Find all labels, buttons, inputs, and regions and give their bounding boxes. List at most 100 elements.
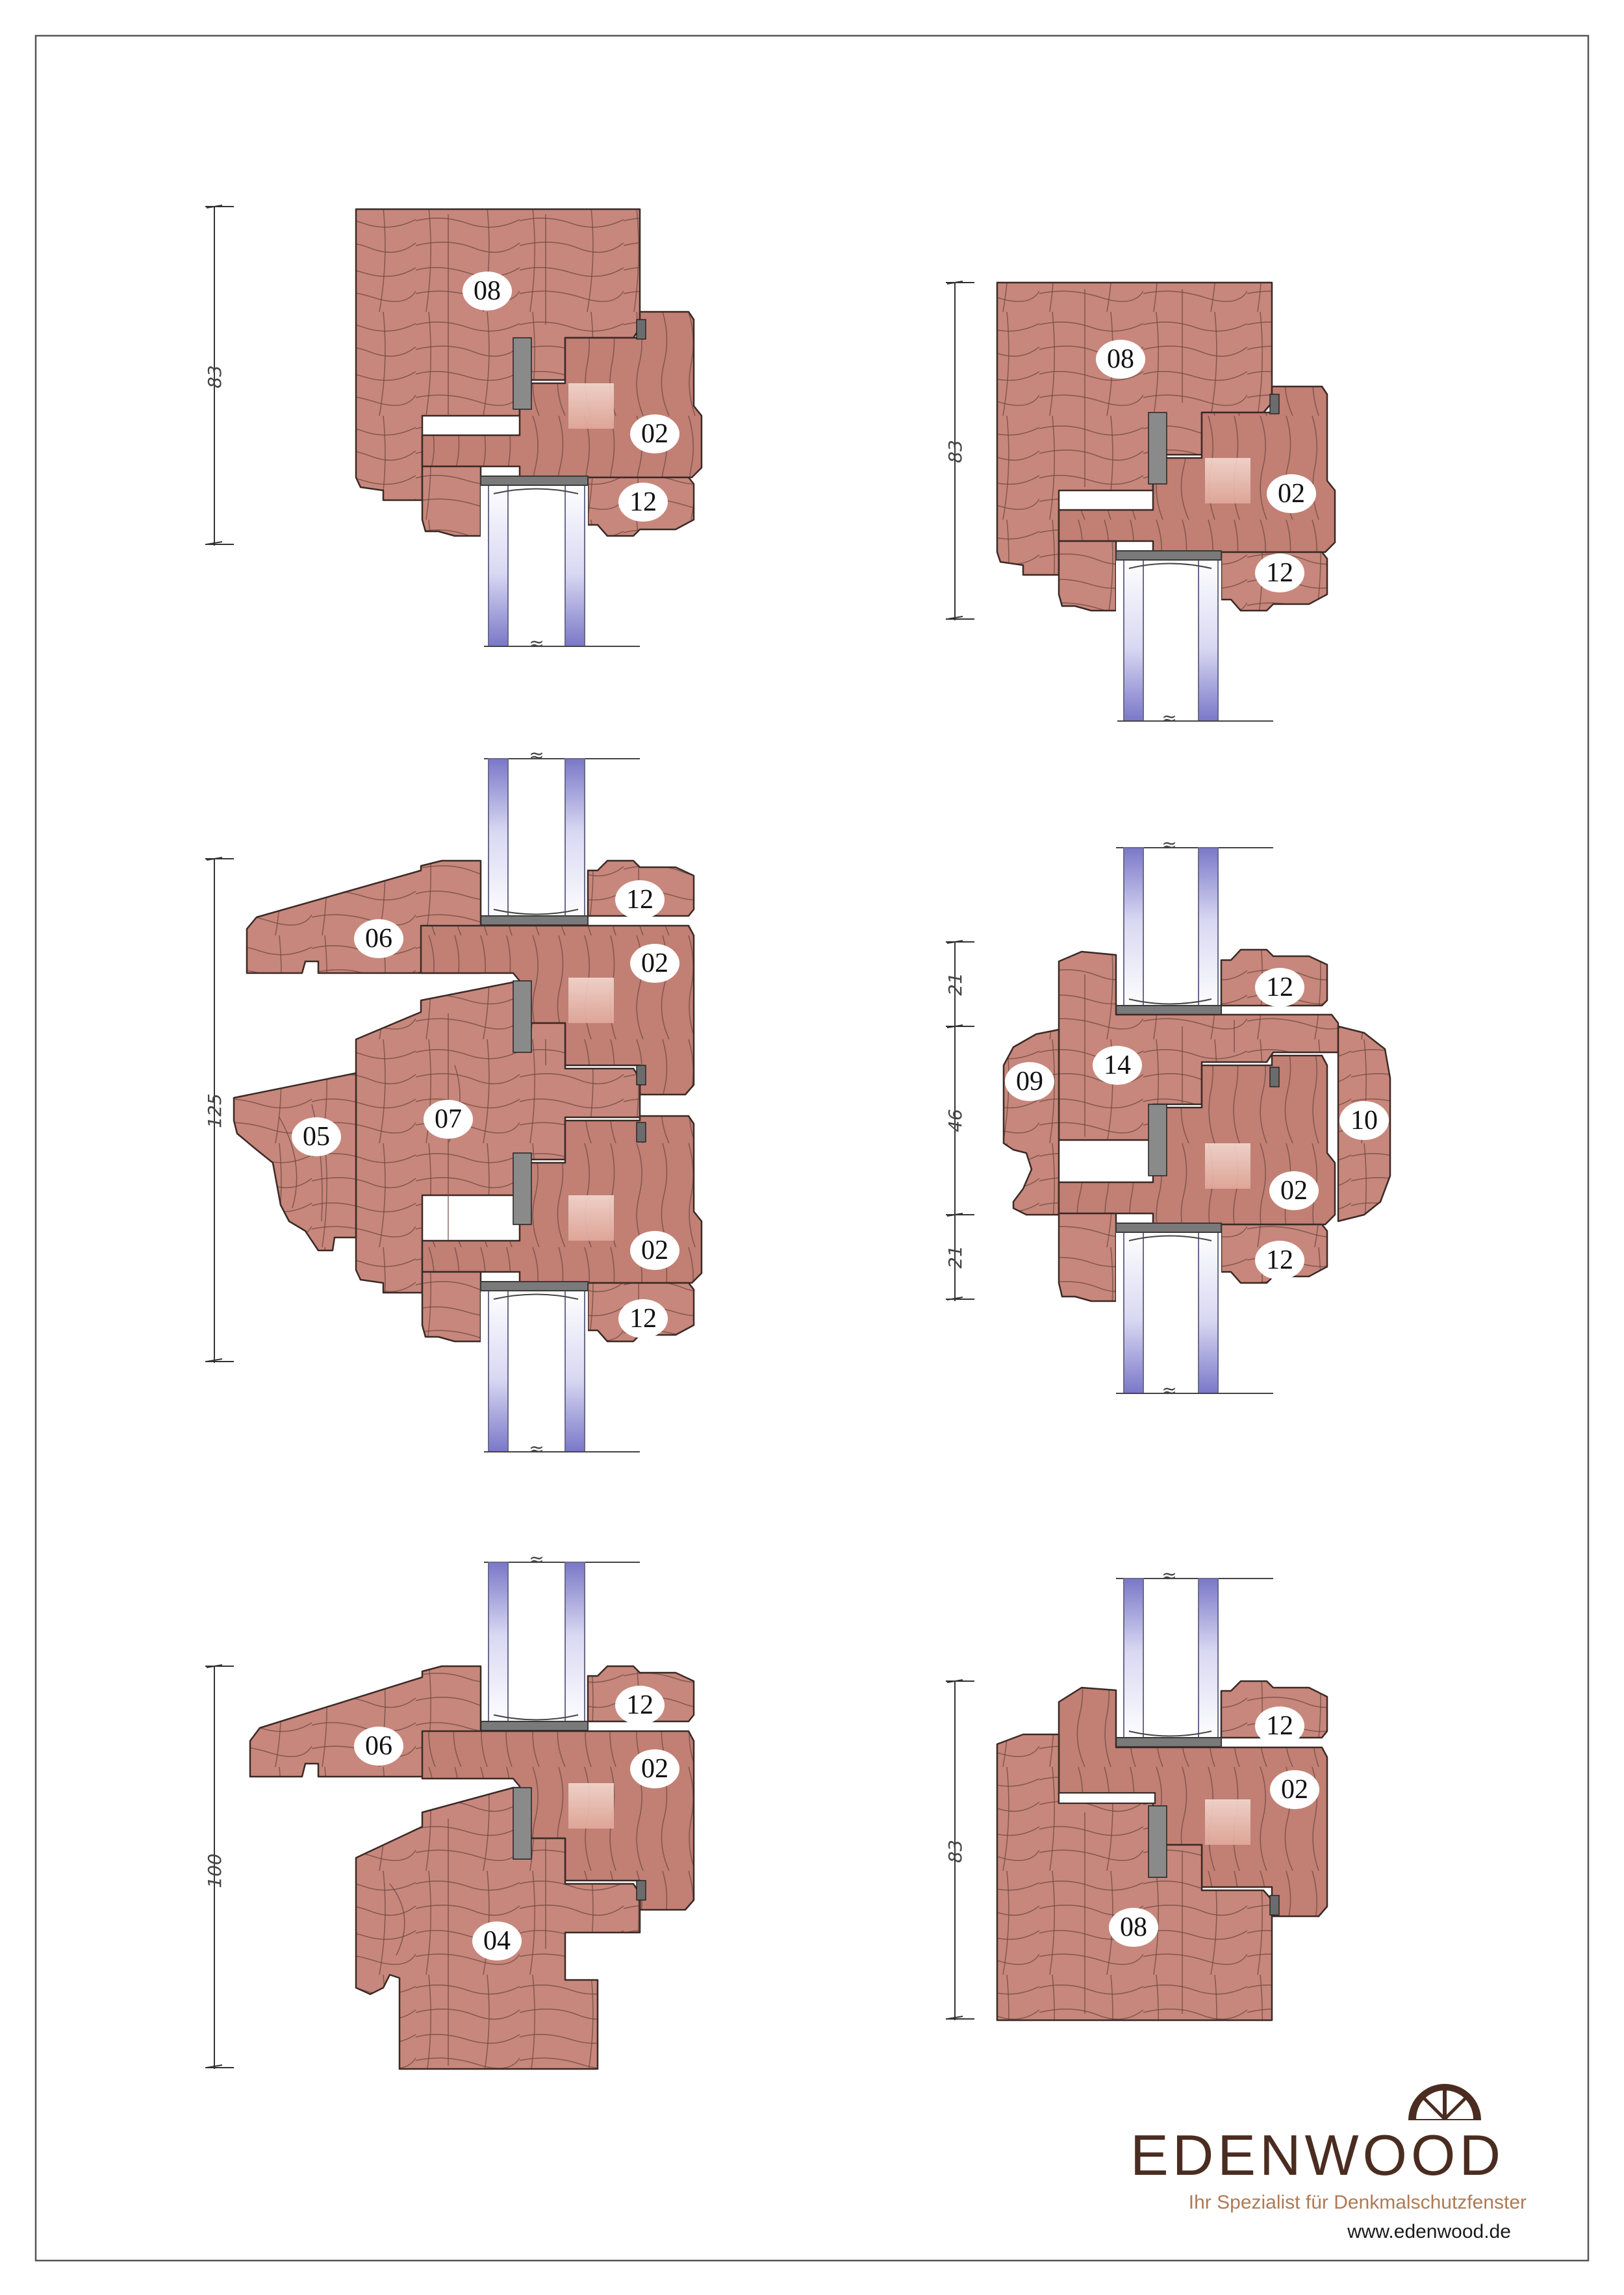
hardware-strip [513,1152,532,1225]
glass-pane [488,758,509,922]
part-badge-12: 12 [618,1299,668,1338]
part-badge-12: 12 [1255,1241,1304,1280]
part-badge-06: 06 [354,1727,403,1766]
svg-text:09: 09 [1016,1067,1043,1097]
weather-seal [636,1880,646,1901]
section-top-left: 83 ≈ 08 02 12 [204,205,703,654]
part-badge-06: 06 [354,919,403,958]
svg-text:08: 08 [1120,1912,1147,1942]
profile-sash [421,1730,695,1911]
glass-spacer [480,915,589,926]
dimension-label: 125 [204,1093,225,1128]
break-symbol: ≈ [1161,707,1176,729]
weather-seal [636,1065,646,1085]
svg-text:12: 12 [629,1304,657,1334]
svg-text:02: 02 [1281,1775,1308,1805]
hardware-hinge [1205,458,1250,503]
glass-pane [1198,558,1219,722]
section-top-right: 83 ≈ 08 02 12 [945,281,1336,729]
weather-seal [1269,394,1280,414]
part-badge-02: 02 [630,414,679,453]
section-middle-right: 21 46 21 ≈ ≈ [945,834,1391,1401]
part-badge-08: 08 [1109,1908,1158,1947]
part-badge-04: 04 [472,1921,522,1960]
section-middle-left: 125 ≈ ≈ [204,744,703,1460]
glass-spacer [1115,550,1222,561]
glass-pane [488,483,509,647]
dimension-label: 83 [945,1840,966,1863]
svg-text:02: 02 [1278,479,1305,509]
hardware-strip [513,337,532,410]
break-symbol: ≈ [1161,834,1176,856]
dimension-label: 100 [204,1853,225,1888]
part-badge-12: 12 [618,483,668,522]
svg-text:06: 06 [365,1731,392,1761]
glass-pane [1123,847,1144,1011]
svg-text:02: 02 [1280,1176,1308,1206]
profile-sash-lower [421,465,482,537]
section-bottom-left: 100 ≈ 12 06 02 [204,1549,695,2070]
weather-seal [1269,1895,1280,1916]
profile-sash-lower [1058,540,1117,612]
break-symbol: ≈ [1161,1380,1176,1401]
weather-seal [636,1122,646,1143]
part-badge-05: 05 [292,1117,341,1156]
section-bottom-right: 83 ≈ 12 02 08 [945,1565,1328,2022]
part-badge-02: 02 [1267,474,1316,513]
profile-sash-lower [421,1271,482,1343]
weather-seal [636,319,646,340]
rebate-gap [1058,1792,1156,1805]
brand-logo: EDENWOOD Ihr Spezialist für Denkmalschut… [1130,2084,1527,2242]
part-badge-12: 12 [615,880,665,919]
hardware-strip [513,980,532,1053]
part-badge-14: 14 [1093,1046,1142,1085]
glass-pane [1198,1578,1219,1742]
hardware-hinge [568,978,614,1023]
svg-text:06: 06 [365,924,392,954]
profile-frame [996,1733,1273,2022]
part-badge-12: 12 [1255,553,1304,592]
svg-text:12: 12 [626,885,653,915]
hardware-strip [1148,1805,1167,1878]
svg-text:12: 12 [629,487,657,517]
glass-pane [565,483,585,647]
glass-pane [1123,1578,1144,1742]
svg-text:12: 12 [1266,972,1293,1002]
glass-pane [1198,1230,1219,1394]
hardware-strip [1148,1104,1167,1176]
dimension-label: 21 [945,1245,966,1269]
glass-pane [1123,558,1144,722]
svg-text:12: 12 [626,1690,653,1720]
window-arch-icon [1408,2084,1481,2120]
profile-cover-left [1002,1028,1060,1216]
glass-pane [565,1562,585,1725]
svg-text:07: 07 [435,1104,462,1134]
hardware-hinge [568,383,614,429]
break-symbol: ≈ [1161,1565,1176,1586]
svg-text:10: 10 [1351,1106,1378,1135]
glass-spacer [1115,1223,1222,1233]
hardware-hinge [1205,1799,1250,1845]
part-badge-08: 08 [463,272,512,311]
profile-sash [420,924,695,1096]
glass-spacer [1115,1737,1222,1747]
glass-pane [565,758,585,922]
part-badge-08: 08 [1096,340,1145,379]
part-badge-12: 12 [1255,968,1304,1007]
break-symbol: ≈ [529,1438,544,1460]
break-symbol: ≈ [529,633,544,654]
part-badge-02: 02 [630,1231,679,1270]
svg-text:12: 12 [1266,558,1293,588]
dimension-label: 83 [204,365,225,388]
svg-text:08: 08 [474,276,501,306]
svg-text:02: 02 [641,1236,668,1265]
glass-pane [1198,847,1219,1011]
sheet-border [34,34,1590,2262]
dimension-label: 46 [945,1109,966,1132]
dimension-line: 83 [945,281,974,620]
svg-text:12: 12 [1266,1245,1293,1275]
dimension-line: 83 [204,205,234,546]
dimension-line: 21 46 21 [945,940,974,1301]
glass-spacer [480,1721,589,1731]
part-badge-07: 07 [424,1100,473,1139]
